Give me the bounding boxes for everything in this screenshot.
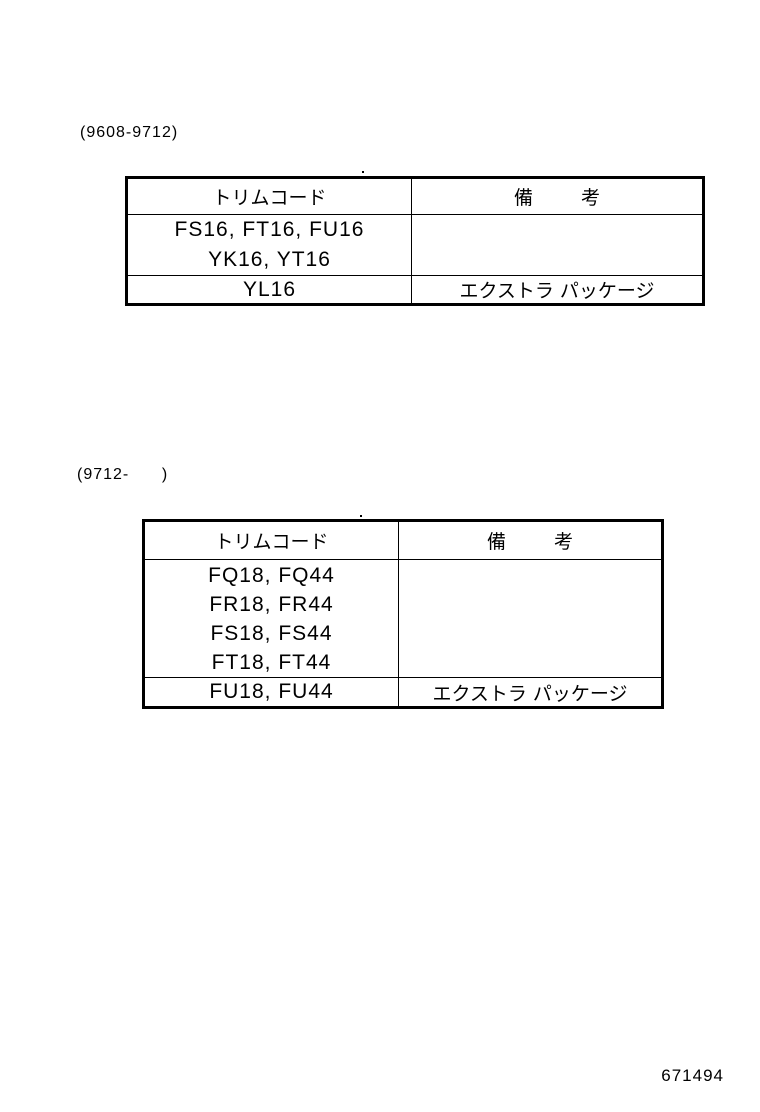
trim-code-line: YL16 <box>242 277 297 301</box>
page-number: 671494 <box>661 1066 724 1085</box>
remark-cell <box>411 214 704 276</box>
trim-code-line: FR18, FR44 <box>209 592 334 616</box>
table-header-row: トリムコード 備考 <box>143 520 663 560</box>
trim-code-line: FT18, FT44 <box>211 650 332 674</box>
header-remarks-left: 備 <box>486 531 506 553</box>
header-remarks-right: 考 <box>581 187 601 209</box>
trim-code-line: YK16, YT16 <box>208 248 331 271</box>
trim-code-line: FS18, FS44 <box>210 621 333 645</box>
header-remarks-left: 備 <box>513 187 533 209</box>
header-remarks: 備考 <box>398 520 663 560</box>
remark-cell: エクストラ パッケージ <box>411 275 704 305</box>
table-row: YL16 エクストラ パッケージ <box>126 275 704 305</box>
table-header-row: トリムコード 備考 <box>126 177 704 215</box>
remark-cell: エクストラ パッケージ <box>398 677 663 708</box>
header-remarks: 備考 <box>411 177 704 215</box>
remark-cell <box>398 559 663 678</box>
speck-mark <box>362 171 364 173</box>
trim-code-line: FS16, FT16, FU16 <box>174 218 365 241</box>
trim-codes-cell: FU18, FU44 <box>143 677 399 708</box>
period-label-1: (9608-9712) <box>80 124 179 141</box>
speck-mark <box>360 515 362 517</box>
header-remarks-right: 考 <box>554 531 574 553</box>
trim-codes-cell: YL16 <box>126 275 412 305</box>
trim-table-2: トリムコード 備考 FQ18, FQ44 FR18, FR44 FS18, FS… <box>142 519 664 709</box>
table-row: FS16, FT16, FU16 YK16, YT16 <box>126 214 704 276</box>
period-label-2: (9712- ) <box>77 466 169 483</box>
trim-table-1: トリムコード 備考 FS16, FT16, FU16 YK16, YT16 YL… <box>125 176 705 306</box>
trim-codes-cell: FS16, FT16, FU16 YK16, YT16 <box>126 214 412 276</box>
header-trim-code: トリムコード <box>143 520 399 560</box>
trim-codes-cell: FQ18, FQ44 FR18, FR44 FS18, FS44 FT18, F… <box>143 559 399 678</box>
table-row: FU18, FU44 エクストラ パッケージ <box>143 677 663 708</box>
trim-code-line: FQ18, FQ44 <box>208 563 335 587</box>
trim-code-line: FU18, FU44 <box>209 680 334 703</box>
table-row: FQ18, FQ44 FR18, FR44 FS18, FS44 FT18, F… <box>143 559 663 678</box>
header-trim-code: トリムコード <box>126 177 412 215</box>
